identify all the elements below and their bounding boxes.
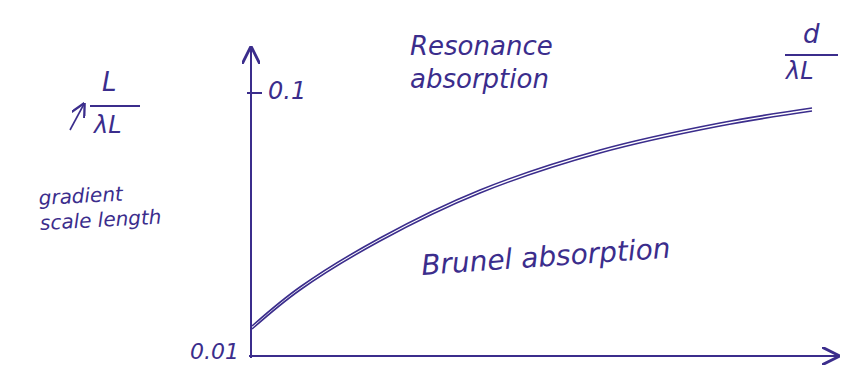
axis-label: λL: [94, 110, 122, 140]
axis-title: gradient scale length: [38, 179, 180, 236]
region-label: Brunel absorption: [420, 231, 672, 283]
region-label: Resonance absorption: [410, 30, 610, 95]
axis-label: L: [102, 66, 117, 99]
tick-mark: [247, 92, 262, 94]
y-axis: [250, 48, 252, 358]
pointer-arrow: [70, 104, 84, 130]
regime-boundary: [252, 111, 812, 329]
tick-label: 0.1: [268, 76, 306, 106]
x-axis: [249, 355, 838, 357]
regime-boundary: [252, 108, 812, 326]
fraction-bar: [785, 54, 838, 56]
fraction-bar: [90, 105, 140, 107]
axis-label: λL: [786, 56, 814, 86]
axis-label: d: [803, 18, 820, 51]
tick-label: 0.01: [190, 338, 239, 366]
